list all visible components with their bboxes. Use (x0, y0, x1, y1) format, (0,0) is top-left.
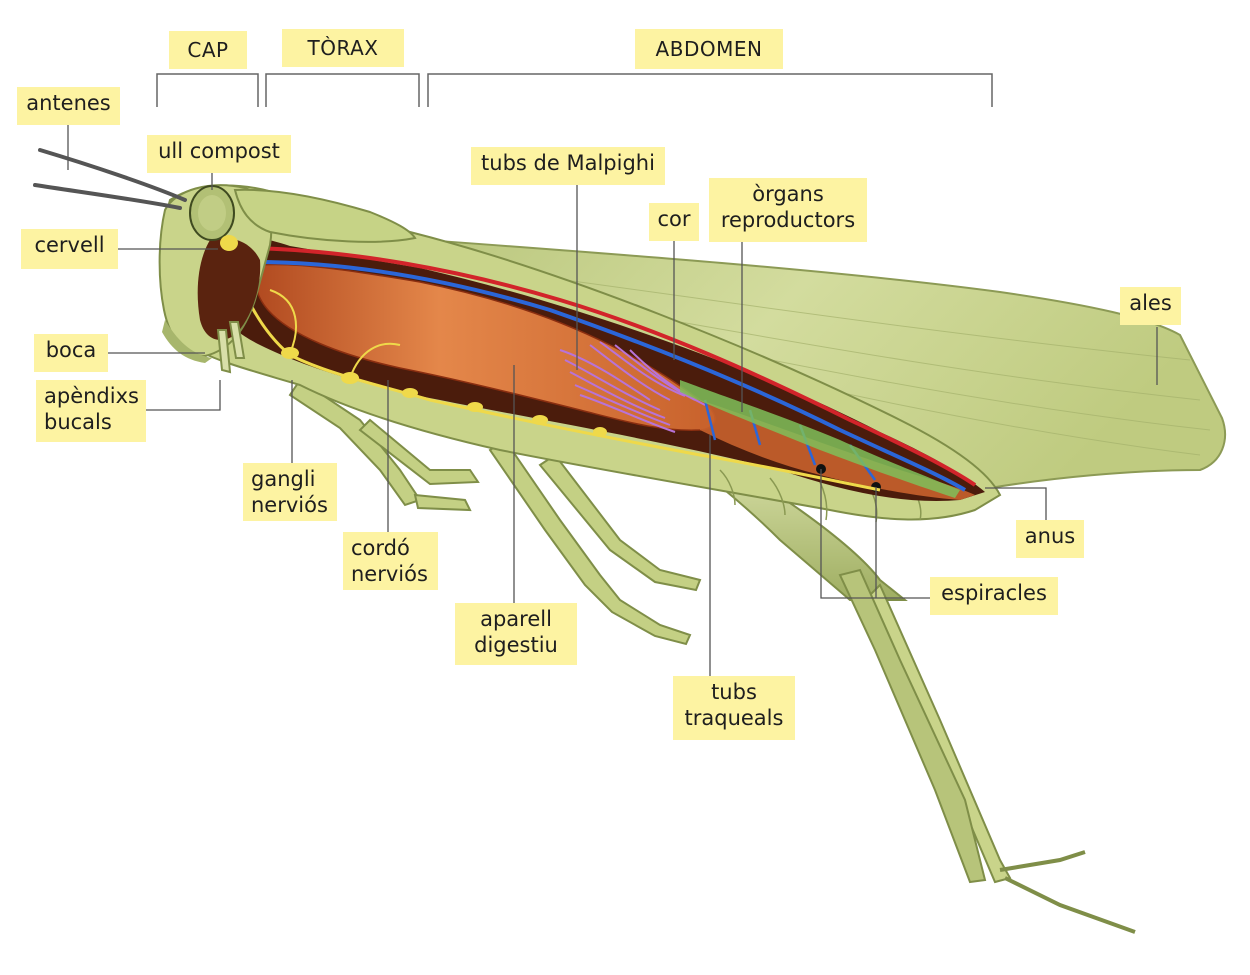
leader-lines (67, 125, 1158, 680)
label-traqueals-line1: tubs (711, 680, 757, 704)
dorsal-vessel-red (249, 246, 977, 487)
label-organs-line2: reproductors (720, 208, 856, 232)
label-apendixs-line1: apèndixs (44, 384, 139, 408)
label-organs-line1: òrgans (752, 182, 824, 206)
cap-bracket (156, 73, 259, 107)
section-brackets (156, 73, 993, 107)
reproductive-organs (680, 380, 960, 498)
head (158, 184, 273, 363)
leader-anus (985, 487, 1047, 525)
label-gangli-nervios: gangli nerviós (243, 463, 337, 521)
section-label-abdomen: ABDOMEN (635, 29, 783, 69)
brain (220, 235, 238, 251)
label-tubs-traqueals: tubs traqueals (673, 676, 795, 740)
label-apendixs-line2: bucals (44, 410, 112, 434)
label-cordo-line2: nerviós (351, 562, 428, 586)
dorsal-vessel-blue (254, 260, 967, 492)
antennae (33, 148, 187, 210)
label-apendixs-bucals: apèndixs bucals (36, 380, 146, 442)
section-label-cap: CAP (169, 31, 247, 69)
label-gangli-line2: nerviós (251, 493, 328, 517)
pronotum (233, 188, 417, 243)
torax-bracket (265, 73, 420, 107)
label-antenes: antenes (17, 87, 120, 125)
section-label-torax: TÒRAX (282, 29, 404, 67)
label-tubs-malpighi: tubs de Malpighi (471, 147, 665, 185)
label-espiracles: espiracles (930, 577, 1058, 615)
label-ull-compost: ull compost (147, 135, 291, 173)
label-anus: anus (1016, 520, 1084, 558)
mouthparts (216, 321, 246, 374)
nerve-cord (228, 249, 881, 492)
label-cordo-nervios: cordó nerviós (343, 532, 438, 590)
label-organs-reproductors: òrgans reproductors (709, 178, 867, 242)
label-traqueals-line2: traqueals (684, 706, 784, 730)
leader-espiracles (820, 469, 930, 599)
label-gangli-line1: gangli (251, 467, 316, 491)
label-aparell-digestiu: aparell digestiu (455, 603, 577, 665)
malpighian-tubules (559, 341, 706, 433)
label-boca: boca (34, 334, 108, 372)
label-ales: ales (1120, 287, 1181, 325)
leader-apendixs (146, 380, 221, 411)
label-cervell: cervell (21, 229, 118, 269)
abdomen-bracket (427, 73, 993, 107)
label-aparell-line1: aparell (480, 607, 552, 631)
label-aparell-line2: digestiu (474, 633, 558, 657)
label-cordo-line1: cordó (351, 536, 410, 560)
label-cor: cor (649, 203, 699, 241)
